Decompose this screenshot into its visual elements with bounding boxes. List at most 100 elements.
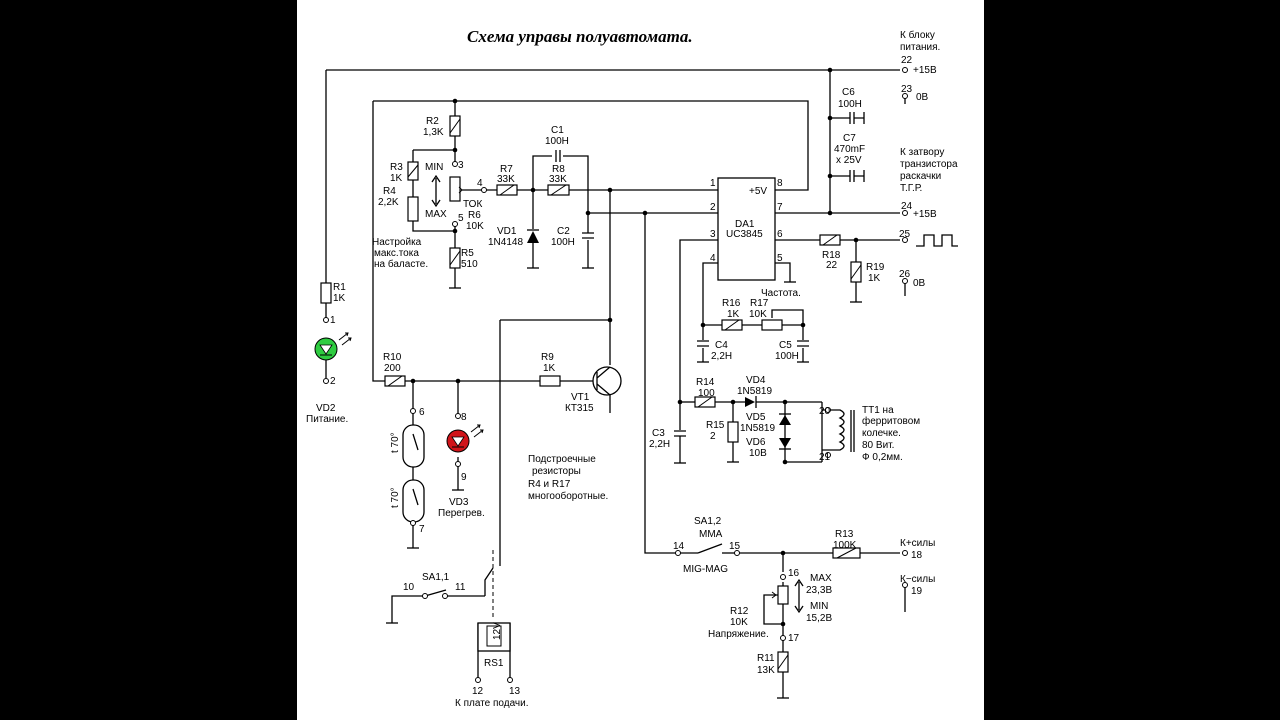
label-r1: R1 <box>333 282 346 293</box>
label-r6: R6 <box>468 210 481 221</box>
label-c4: C4 <box>715 340 728 351</box>
label-r2: R2 <box>426 116 439 127</box>
switch-sa1-1 <box>424 550 494 620</box>
label-vd3: VD3 <box>449 497 469 508</box>
label-pin4: 4 <box>710 253 716 264</box>
label-max2: MAX <box>810 573 832 584</box>
label-n2: 2 <box>330 376 336 387</box>
resistor-r17 <box>761 319 783 331</box>
label-r15v: 2 <box>710 431 716 442</box>
label-r18v: 22 <box>826 260 838 271</box>
label-v5: +5V <box>749 186 767 197</box>
label-n1: 1 <box>330 315 336 326</box>
thermo-switch-2 <box>402 479 425 523</box>
diode-vd4 <box>745 397 755 407</box>
label-da1: DA1 <box>735 219 755 230</box>
label-vt1v: КТ315 <box>565 403 594 414</box>
label-r17: R17 <box>750 298 769 309</box>
label-c7: C7 <box>843 133 856 144</box>
label-pod1: Подстроечные <box>528 454 596 465</box>
label-t70a: t 70° <box>390 432 401 453</box>
label-n26: 26 <box>899 269 911 280</box>
label-r14v: 100 <box>698 388 715 399</box>
label-pitaniya: питания. <box>900 42 940 53</box>
label-tt1d: 80 Вит. <box>862 440 894 451</box>
label-r13: R13 <box>835 529 854 540</box>
label-gate2: транзистора <box>900 159 958 170</box>
relay-rs1 <box>477 622 511 652</box>
label-tt1a: TT1 на <box>862 405 894 416</box>
diode-vd6 <box>779 438 791 448</box>
label-vd3v: Перегрев. <box>438 508 485 519</box>
label-r12v: 10K <box>730 617 748 628</box>
label-r10v: 200 <box>384 363 401 374</box>
label-c2v: 100Н <box>551 237 575 248</box>
label-n19: 19 <box>911 586 923 597</box>
label-r11v: 13K <box>757 665 775 676</box>
label-pin7: 7 <box>777 202 783 213</box>
label-r4: R4 <box>383 186 396 197</box>
label-n14: 14 <box>673 541 685 552</box>
label-vd1v: 1N4148 <box>488 237 523 248</box>
thermal-switches <box>402 411 425 523</box>
label-r4v: 2,2K <box>378 197 399 208</box>
label-r10: R10 <box>383 352 402 363</box>
label-r5v: 510 <box>461 259 478 270</box>
label-nast1: Настройка <box>372 237 422 248</box>
label-pin6: 6 <box>777 229 783 240</box>
label-n6: 6 <box>419 407 425 418</box>
label-pin1: 1 <box>710 178 716 189</box>
resistor-r9 <box>539 375 561 387</box>
label-c3: C3 <box>652 428 665 439</box>
label-r9v: 1K <box>543 363 556 374</box>
label-n18: 18 <box>911 550 923 561</box>
label-r2v: 1,3K <box>423 127 444 138</box>
label-r8v: 33K <box>549 174 567 185</box>
label-pod2: резисторы <box>532 466 581 477</box>
capacitors <box>555 112 864 444</box>
label-c5: C5 <box>779 340 792 351</box>
label-pin3: 3 <box>710 229 716 240</box>
ground-marks <box>386 112 865 699</box>
label-min: MIN <box>425 162 443 173</box>
label-vd4: VD4 <box>746 375 766 386</box>
label-pin8: 8 <box>777 178 783 189</box>
label-r16v: 1K <box>727 309 740 320</box>
label-vd5v: 1N5819 <box>740 423 775 434</box>
label-n9: 9 <box>461 472 467 483</box>
resistor-r15 <box>727 421 739 443</box>
capacitor-c7 <box>849 170 864 182</box>
label-max2v: 23,3В <box>806 585 832 596</box>
label-n7: 7 <box>419 524 425 535</box>
label-vt1: VT1 <box>571 392 590 403</box>
label-da1v: UC3845 <box>726 229 763 240</box>
label-n13: 13 <box>509 686 521 697</box>
label-r15: R15 <box>706 420 725 431</box>
label-tt1c: колечке. <box>862 428 901 439</box>
label-pod4: многооборотные. <box>528 490 608 502</box>
label-c3v: 2,2Н <box>649 439 670 450</box>
label-tt1b: ферритовом <box>862 415 920 427</box>
label-r12: R12 <box>730 606 749 617</box>
resistor-r1 <box>320 282 332 304</box>
diode-vd1 <box>527 231 539 243</box>
label-n8: 8 <box>461 412 467 423</box>
label-c5v: 100Н <box>775 351 799 362</box>
label-r17v: 10K <box>749 309 767 320</box>
resistor-r4 <box>407 196 419 222</box>
capacitor-c4 <box>697 340 709 347</box>
junction-dots <box>410 67 859 627</box>
led-vd2 <box>314 332 352 361</box>
label-r9: R9 <box>541 352 554 363</box>
led-vd3 <box>446 424 484 453</box>
label-tt1e: Ф 0,2мм. <box>862 452 903 463</box>
label-r13v: 100K <box>833 540 857 551</box>
label-n25: 25 <box>899 229 911 240</box>
label-p5: 5 <box>458 213 464 224</box>
label-chast: Частота. <box>761 288 801 299</box>
label-min2: MIN <box>810 601 828 612</box>
resistors <box>320 115 862 673</box>
label-r6v: 10K <box>466 221 484 232</box>
pulse-waveform <box>916 234 958 247</box>
label-kminus: К−силы <box>900 574 935 585</box>
